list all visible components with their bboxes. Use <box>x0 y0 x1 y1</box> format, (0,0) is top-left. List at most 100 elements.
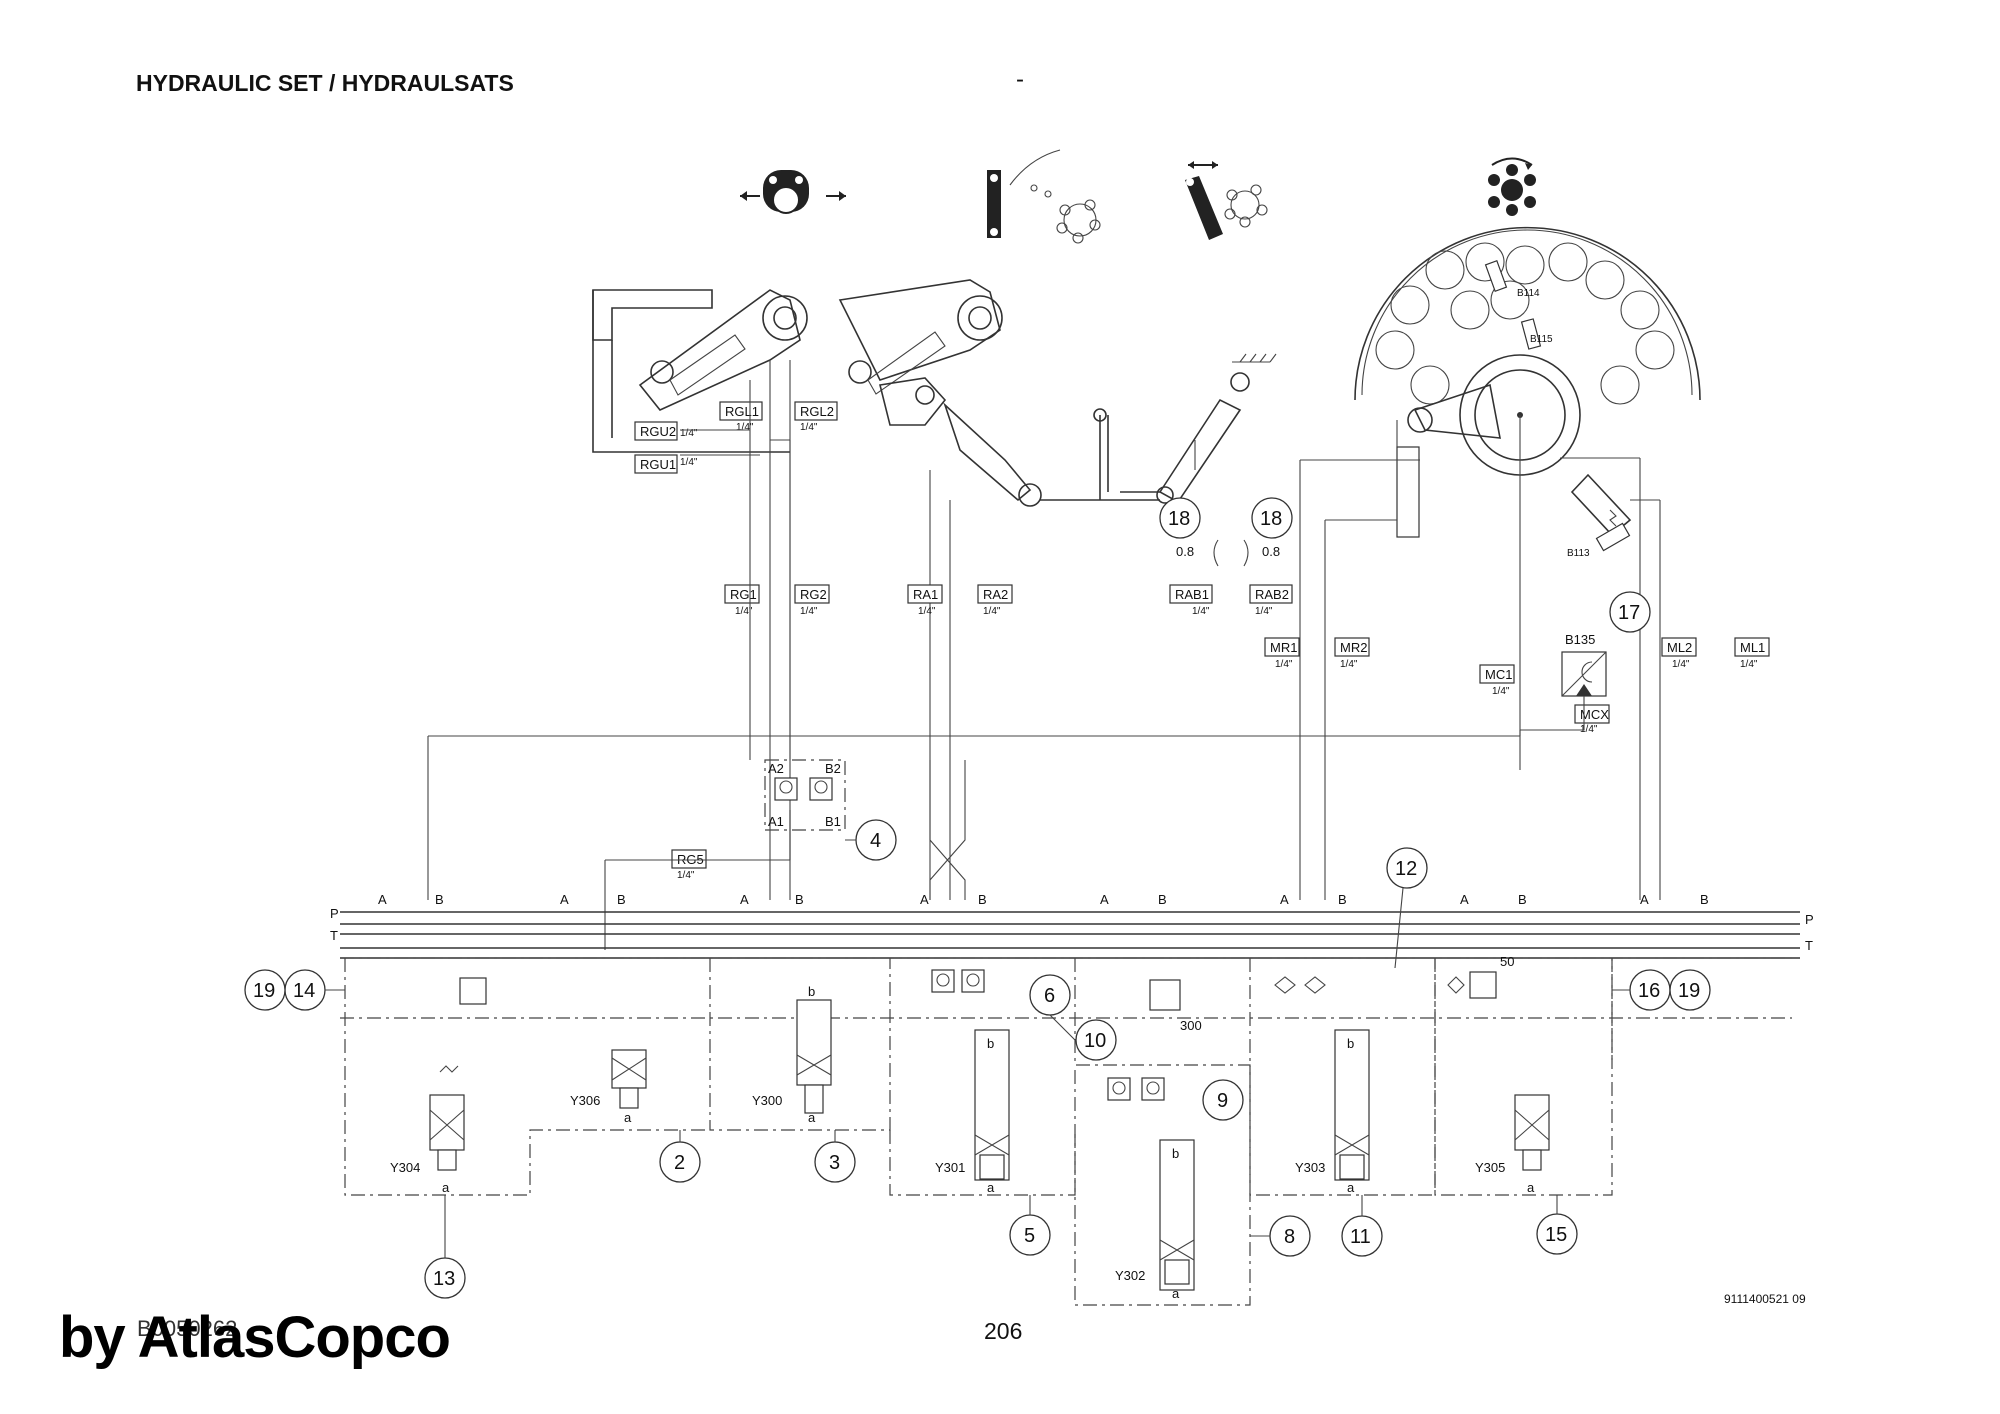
svg-text:1/4": 1/4" <box>1672 659 1690 670</box>
gripper-mechanism <box>592 279 1003 900</box>
drawing-number: B0050262 <box>137 1316 238 1341</box>
svg-text:1/4": 1/4" <box>735 606 753 617</box>
svg-text:B: B <box>978 892 987 907</box>
svg-text:B: B <box>1518 892 1527 907</box>
svg-text:B1: B1 <box>825 814 841 829</box>
svg-text:b: b <box>1172 1146 1179 1161</box>
svg-text:1/4": 1/4" <box>800 606 818 617</box>
rail-t-right: T <box>1805 938 1813 953</box>
svg-text:A: A <box>560 892 569 907</box>
svg-text:RGL1: RGL1 <box>725 404 759 419</box>
valve-Y304: Y304 <box>390 1160 420 1175</box>
svg-text:RGU2: RGU2 <box>640 424 676 439</box>
page-title: HYDRAULIC SET / HYDRAULSATS <box>136 70 514 96</box>
svg-text:MC1: MC1 <box>1485 667 1512 682</box>
check-block-4: A2 B2 A1 B1 <box>764 759 846 831</box>
svg-text:RGU1: RGU1 <box>640 457 676 472</box>
port-RAB2 <box>1249 584 1293 604</box>
port-RG5 <box>671 849 707 869</box>
svg-text:RGL2: RGL2 <box>800 404 834 419</box>
svg-text:1/4": 1/4" <box>736 422 754 433</box>
svg-text:b: b <box>987 1036 994 1051</box>
svg-text:B: B <box>795 892 804 907</box>
carousel-mechanism <box>1299 226 1701 900</box>
item-bubbles: 2 3 4 5 6 8 9 10 11 12 13 14 15 16 17 18… <box>244 497 1711 1299</box>
hydraulic-lines <box>340 380 1800 1306</box>
bubble-19-right <box>1669 969 1711 1011</box>
valve-Y306: Y306 <box>570 1093 600 1108</box>
header-dash: - <box>1016 66 1024 93</box>
orifice-right-value: 0.8 <box>1262 544 1280 559</box>
sensor-B114: B114 <box>1517 288 1540 299</box>
rod-handler-levels-icon <box>987 149 1101 244</box>
svg-text:13: 13 <box>433 1268 455 1290</box>
port-MR1 <box>1264 637 1300 657</box>
valve-Y301: Y301 <box>935 1160 965 1175</box>
svg-text:18: 18 <box>1168 508 1190 530</box>
svg-text:RA1: RA1 <box>913 587 938 602</box>
svg-text:MR1: MR1 <box>1270 640 1297 655</box>
svg-text:8: 8 <box>1284 1226 1295 1248</box>
svg-text:B2: B2 <box>825 761 841 776</box>
rail-p-left: P <box>330 906 339 921</box>
svg-text:RAB1: RAB1 <box>1175 587 1209 602</box>
svg-text:1/4": 1/4" <box>918 606 936 617</box>
port-RGU1 <box>634 454 678 474</box>
sensor-B115: B115 <box>1530 334 1553 345</box>
bubble-19-left <box>244 969 286 1011</box>
svg-text:19: 19 <box>253 980 275 1002</box>
port-RAB1 <box>1169 584 1213 604</box>
svg-text:RAB2: RAB2 <box>1255 587 1289 602</box>
valve-Y302: Y302 <box>1115 1268 1145 1283</box>
svg-text:1/4": 1/4" <box>680 428 698 439</box>
svg-text:6: 6 <box>1044 985 1055 1007</box>
gripper-open-icon <box>740 170 846 214</box>
svg-text:16: 16 <box>1638 980 1660 1002</box>
port-RGU2 <box>634 421 678 441</box>
svg-text:15: 15 <box>1545 1224 1567 1246</box>
svg-text:1/4": 1/4" <box>1255 606 1273 617</box>
document-code: 9111400521 09 <box>1724 1292 1806 1306</box>
svg-text:1/4": 1/4" <box>800 422 818 433</box>
svg-text:18: 18 <box>1260 508 1282 530</box>
port-MR2 <box>1334 637 1370 657</box>
port-RGL1 <box>719 401 763 421</box>
valve-spools <box>429 969 1550 1291</box>
svg-text:a: a <box>624 1110 632 1125</box>
svg-text:2: 2 <box>674 1152 685 1174</box>
svg-text:B: B <box>435 892 444 907</box>
svg-text:a: a <box>1527 1180 1535 1195</box>
svg-text:1/4": 1/4" <box>1340 659 1358 670</box>
svg-text:1/4": 1/4" <box>1492 686 1510 697</box>
svg-text:A: A <box>1280 892 1289 907</box>
svg-text:RA2: RA2 <box>983 587 1008 602</box>
svg-text:1/4": 1/4" <box>680 457 698 468</box>
svg-text:B: B <box>1338 892 1347 907</box>
valve-Y305: Y305 <box>1475 1160 1505 1175</box>
svg-text:A: A <box>920 892 929 907</box>
svg-text:a: a <box>987 1180 995 1195</box>
rail-t-left: T <box>330 928 338 943</box>
svg-text:9: 9 <box>1217 1090 1228 1112</box>
sensor-B113: B113 <box>1567 548 1590 559</box>
bubble-9 <box>1202 1079 1244 1121</box>
svg-text:b: b <box>808 984 815 999</box>
pressure-sensor-B135 <box>1520 651 1607 731</box>
svg-text:17: 17 <box>1618 602 1640 624</box>
port-ML1 <box>1734 637 1770 657</box>
bubble-17 <box>1609 591 1651 633</box>
svg-text:B: B <box>617 892 626 907</box>
svg-text:A: A <box>1460 892 1469 907</box>
svg-text:b: b <box>1347 1036 1354 1051</box>
svg-text:B: B <box>1700 892 1709 907</box>
rail-p-right: P <box>1805 912 1814 927</box>
valve-Y300: Y300 <box>752 1093 782 1108</box>
svg-text:A1: A1 <box>768 814 784 829</box>
svg-text:3: 3 <box>829 1152 840 1174</box>
svg-text:12: 12 <box>1395 858 1417 880</box>
valve-sub-letters: a a a a a a a b b b b <box>442 984 1535 1301</box>
brand-watermark: by AtlasCopco <box>59 1305 451 1370</box>
svg-text:A2: A2 <box>768 761 784 776</box>
svg-text:a: a <box>1347 1180 1355 1195</box>
